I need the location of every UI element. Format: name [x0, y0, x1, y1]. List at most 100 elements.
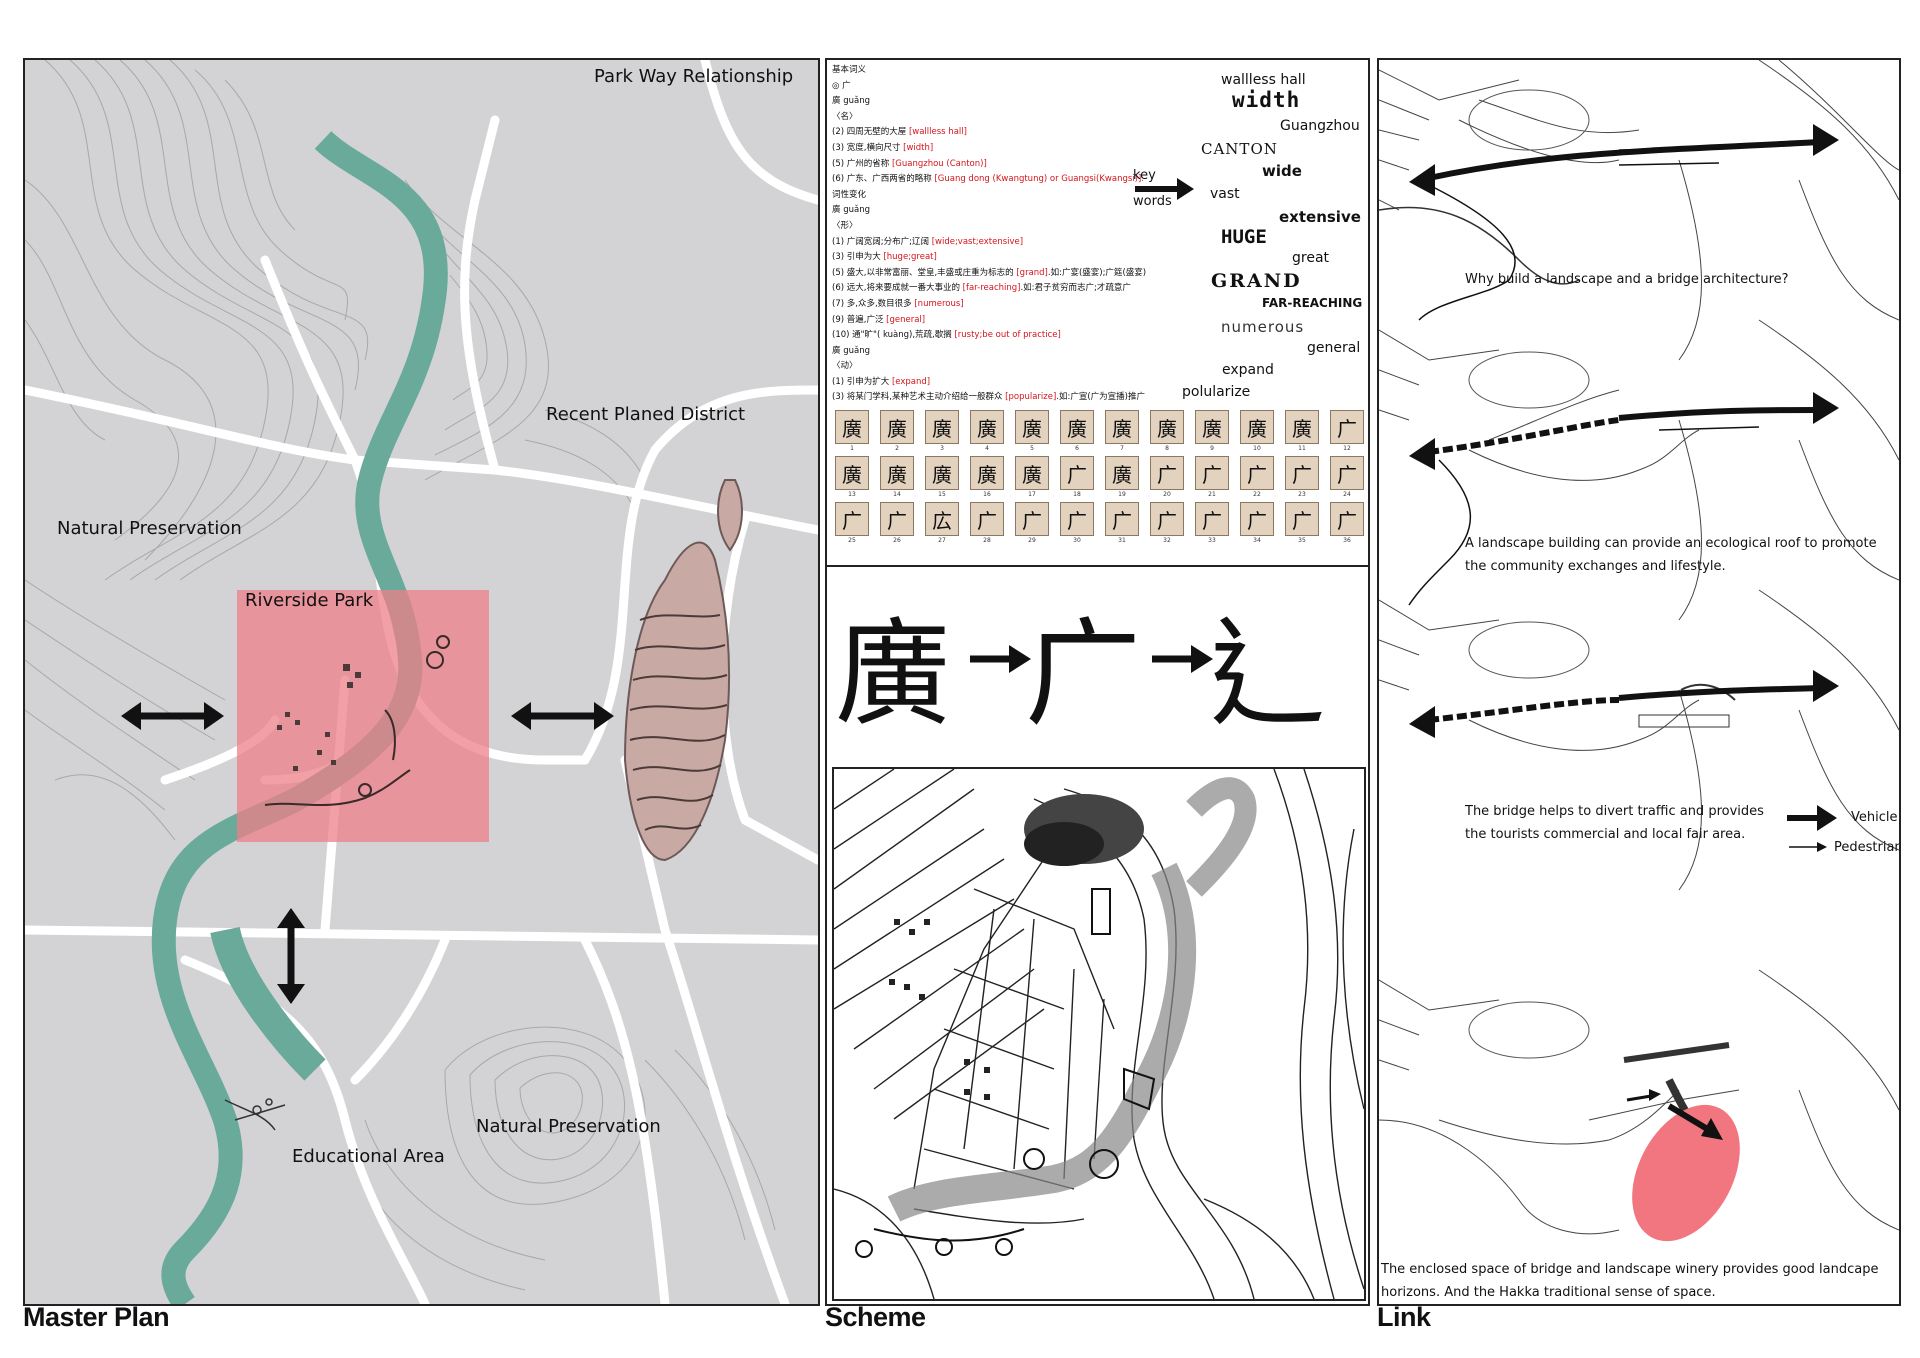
link-sketch-3 [1379, 589, 1899, 891]
dictionary-text: 基本词义 [832, 65, 867, 75]
district-park [623, 479, 743, 862]
dictionary-line: (5) 盛大,以非常富丽、堂皇,丰盛或庄重为标志的 [grand].如:广宴(盛… [832, 266, 1146, 282]
character-tile: 廣 [1150, 410, 1184, 444]
dictionary-text: (3) 将某门学科,某种艺术主动介绍给一般群众 [832, 392, 1006, 403]
master-plan-map [25, 60, 818, 1304]
educational-area-label: Educational Area [292, 1146, 445, 1167]
character-tile: 廣 [1060, 410, 1094, 444]
character-tile-number: 19 [1118, 491, 1126, 498]
dictionary-text: (9) 普遍,广泛 [832, 314, 887, 325]
keyword-expand: expand [1222, 362, 1274, 378]
dictionary-line: 廣 guǎng [832, 94, 1146, 110]
character-tile-number: 7 [1120, 445, 1124, 452]
dictionary-line: (5) 广州的省称 [Guangzhou (Canton)] [832, 157, 1146, 173]
scheme-panel: 基本词义◎ 广廣 guǎng〈名〉(2) 四周无壁的大屋 [wallless h… [825, 58, 1370, 1306]
character-tile-number: 36 [1343, 537, 1351, 544]
character-tile-number: 32 [1163, 537, 1171, 544]
keyword-general: general [1307, 340, 1361, 356]
character-tile-number: 30 [1073, 537, 1081, 544]
character-tile: 廣 [925, 410, 959, 444]
riverside-park-label: Riverside Park [245, 590, 374, 611]
character-tile: 广 [1015, 502, 1049, 536]
dictionary-english: [numerous] [914, 298, 964, 309]
legend-pedestrian: Pedestrian [1834, 840, 1901, 855]
character-tile-number: 29 [1028, 537, 1036, 544]
character-tile: 廣 [1105, 410, 1139, 444]
dictionary-english: [Guangzhou (Canton)] [891, 158, 987, 169]
dictionary-text: (3) 宽度,横向尺寸 [832, 142, 904, 153]
dictionary-line: 廣 guǎng [832, 203, 1146, 219]
dictionary-line: (10) 通"旷"( kuàng),荒疏,歇搁 [rusty;be out of… [832, 328, 1146, 344]
dictionary-text: (6) 远大,将来要成就一番大事业的 [832, 283, 963, 294]
dictionary-english: [Guang dong (Kwangtung) or Guangsi(Kwang… [934, 174, 1144, 185]
character-tile: 广 [1060, 456, 1094, 490]
character-tile: 广 [1060, 502, 1094, 536]
dictionary-text: (2) 四周无壁的大屋 [832, 127, 909, 138]
dictionary-line: (2) 四周无壁的大屋 [wallless hall] [832, 125, 1146, 141]
character-tile-number: 5 [1030, 445, 1034, 452]
link-note-1-line-1: Why build a landscape and a bridge archi… [1465, 272, 1789, 287]
link-sketches [1379, 60, 1899, 1242]
dictionary-english: [wallless hall] [908, 127, 967, 138]
character-tile-number: 27 [938, 537, 946, 544]
character-tile: 廣 [1015, 456, 1049, 490]
dictionary-text: 〈动〉 [832, 361, 858, 372]
character-tile-number: 24 [1343, 491, 1351, 498]
character-tile-number: 21 [1208, 491, 1216, 498]
character-tile: 广 [1195, 502, 1229, 536]
keyword-numerous: numerous [1221, 318, 1305, 336]
character-tile-number: 2 [895, 445, 899, 452]
evolution-char-1: 廣 [835, 607, 951, 742]
dictionary-english: [rusty;be out of practice] [954, 330, 1061, 341]
character-tile: 广 [1285, 456, 1319, 490]
dictionary-text: 〈名〉 [832, 111, 858, 122]
dictionary-line: (3) 将某门学科,某种艺术主动介绍给一般群众 [popularize].如:广… [832, 390, 1146, 406]
keyword-extensive: extensive [1279, 208, 1361, 226]
link-sketch-4 [1379, 969, 1899, 1235]
park-way-title: Park Way Relationship [594, 66, 794, 87]
character-tile-number: 16 [983, 491, 991, 498]
character-tile: 广 [1105, 502, 1139, 536]
scheme-sketch [834, 769, 1364, 1299]
evolution-char-3: ⻎ [1210, 607, 1326, 742]
character-tile-number: 34 [1253, 537, 1261, 544]
link-note-2-line-1: A landscape building can provide an ecol… [1465, 536, 1877, 551]
character-tile-number: 12 [1343, 445, 1351, 452]
dictionary-english: [general] [886, 314, 926, 325]
dictionary-text: 廣 guǎng [832, 205, 870, 216]
character-tile: 广 [1150, 502, 1184, 536]
evolution-char-2: 广 [1025, 607, 1141, 742]
character-tile-number: 6 [1075, 445, 1079, 452]
character-tile-number: 31 [1118, 537, 1126, 544]
dictionary-text: (1) 引申为扩大 [832, 376, 892, 387]
keyword-canton: CANTON [1201, 140, 1278, 158]
keyword-grand: GRAND [1211, 270, 1302, 292]
character-tile: 廣 [1195, 410, 1229, 444]
dictionary-english: [popularize] [1005, 392, 1057, 403]
dictionary-text: (1) 广阔宽阔;分布广;辽阔 [832, 236, 932, 247]
dictionary-line: 〈名〉 [832, 110, 1146, 126]
character-tile: 廣 [835, 410, 869, 444]
character-tile-number: 22 [1253, 491, 1261, 498]
character-tile: 广 [1240, 502, 1274, 536]
dictionary-english: [far-reaching] [962, 283, 1021, 294]
character-tile: 廣 [1240, 410, 1274, 444]
dictionary-english: [wide;vast;extensive] [931, 236, 1024, 247]
character-tile: 广 [1330, 410, 1364, 444]
character-tile-number: 23 [1298, 491, 1306, 498]
character-tile-number: 3 [940, 445, 944, 452]
character-tile: 广 [880, 502, 914, 536]
dictionary-line: ◎ 广 [832, 79, 1146, 95]
character-tile: 广 [1195, 456, 1229, 490]
dictionary-tail: .如:广宣(广为宣播)推广 [1056, 392, 1145, 403]
natural-preservation-bottom-label: Natural Preservation [476, 1116, 661, 1137]
link-note-4-line-1: The enclosed space of bridge and landsca… [1381, 1262, 1879, 1277]
link-caption: Link [1377, 1302, 1431, 1332]
master-plan-panel: Park Way Relationship Recent Planed Dist… [23, 58, 820, 1306]
keyword-polularize: polularize [1182, 384, 1251, 400]
dictionary-english: [expand] [891, 376, 931, 387]
character-tile-number: 35 [1298, 537, 1306, 544]
dictionary-tail: .如:君子贫穷而志广;才疏意广 [1020, 283, 1131, 294]
character-tile: 廣 [925, 456, 959, 490]
keyword-width: width [1232, 88, 1301, 112]
